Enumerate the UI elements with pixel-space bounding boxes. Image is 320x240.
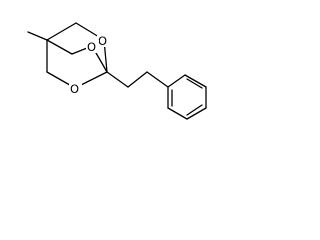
- ring-bond-4: [186, 107, 207, 120]
- bond-ch2-ch2: [127, 71, 148, 88]
- atom-oxygen-middle: O: [87, 40, 96, 54]
- ring-bond-1: [167, 74, 186, 88]
- ring-bond-5: [167, 107, 188, 120]
- ring-double-bond-b: [186, 78, 203, 89]
- bond-c4-ch2-mid: [46, 39, 73, 55]
- chemical-structure: O O O: [27, 22, 207, 120]
- bond-c1-ch2: [106, 71, 129, 88]
- structure-diagram: O O O: [0, 0, 229, 133]
- bond-methyl: [27, 31, 48, 41]
- atom-oxygen-top: O: [98, 34, 107, 48]
- atom-oxygen-bottom: O: [70, 82, 79, 96]
- ring-double-bond-c: [186, 104, 203, 116]
- bond-ch2-phenyl: [146, 71, 169, 88]
- ring-bond-2: [184, 74, 207, 88]
- bond-c4-ch2-top: [46, 22, 77, 41]
